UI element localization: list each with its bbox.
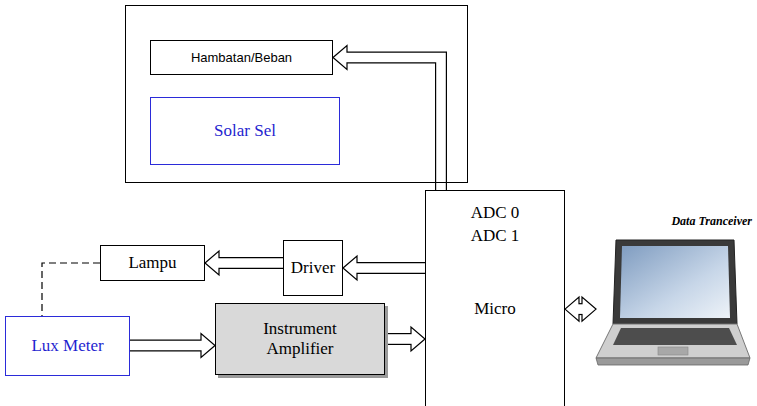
block-arrow — [385, 327, 425, 351]
arrow-outline — [347, 58, 441, 191]
arrow-fill — [345, 58, 441, 191]
block-arrow — [205, 251, 283, 275]
load-box: Hambatan/Beban — [150, 40, 333, 75]
arrow-fill — [130, 341, 203, 351]
dashed-line — [42, 263, 100, 316]
box-label: Lux Meter — [31, 336, 103, 356]
box-label: Instrument Amplifier — [250, 319, 350, 360]
arrow-head — [343, 256, 357, 280]
device-label: Data Tranceiver — [671, 214, 752, 228]
lux-meter-box: Lux Meter — [5, 316, 130, 376]
arrow-fill — [577, 304, 584, 314]
pin-label: ADC 1 — [471, 224, 520, 247]
arrow-head — [582, 297, 596, 321]
pin-label: ADC 0 — [471, 201, 520, 224]
arrow-head — [411, 327, 425, 351]
arrow-fill — [355, 263, 425, 273]
lamp-box: Lampu — [100, 245, 205, 281]
micro-box: ADC 0ADC 1 Micro — [425, 190, 565, 406]
panel-box: Hambatan/BebanSolar Sel — [125, 5, 468, 183]
block-arrow — [130, 334, 215, 358]
driver-box: Driver — [283, 240, 343, 296]
block-arrow — [565, 297, 596, 321]
box-label: Lampu — [128, 253, 176, 273]
arrow-head — [201, 334, 215, 358]
block-arrow — [333, 46, 441, 191]
laptop-picture — [594, 238, 752, 370]
arrow-head — [205, 251, 219, 275]
light-path — [42, 263, 100, 316]
solar-cell-box: Solar Sel — [150, 97, 340, 165]
box-label: Micro — [474, 299, 516, 319]
amplifier-box: Instrument Amplifier — [215, 303, 385, 375]
box-label: Driver — [291, 258, 335, 278]
arrow-head — [565, 297, 579, 321]
laptop-node: Data Tranceiver — [596, 214, 754, 378]
box-label: Hambatan/Beban — [191, 50, 292, 66]
arrow-head — [333, 46, 347, 70]
arrow-fill — [217, 258, 283, 268]
box-label: Solar Sel — [214, 121, 276, 141]
block-arrow — [343, 256, 425, 280]
arrow-fill — [385, 334, 413, 344]
